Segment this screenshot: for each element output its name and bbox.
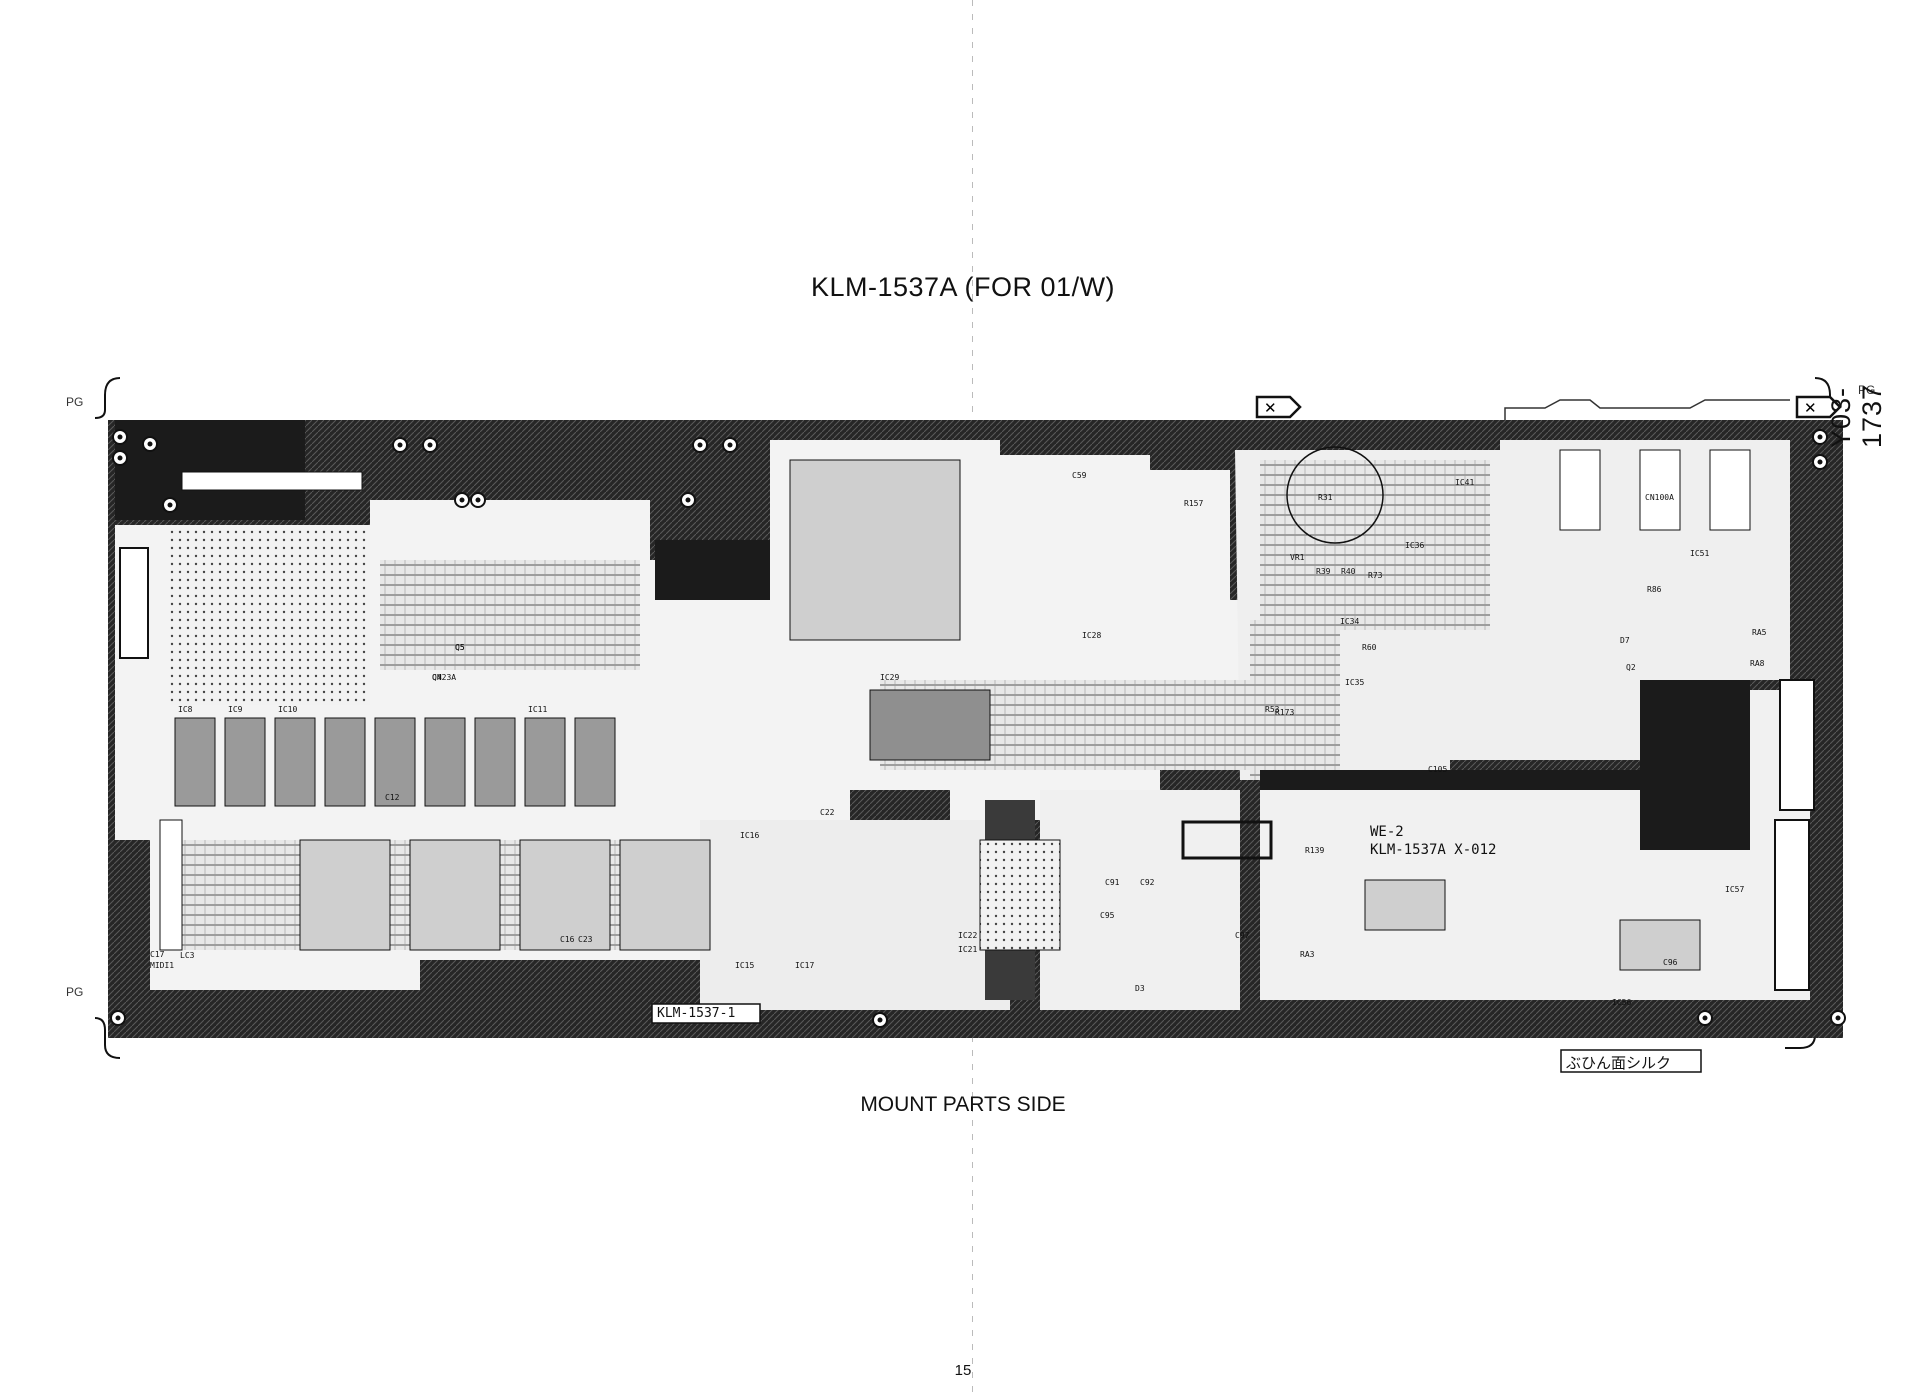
- component-label: R60: [1362, 643, 1377, 652]
- component-label: R157: [1184, 499, 1203, 508]
- component-label: IC28: [1082, 631, 1101, 640]
- component-label: C5: [455, 643, 465, 652]
- pg-marker-bottom-left: PG: [66, 985, 84, 999]
- component-label: IC36: [1405, 541, 1424, 550]
- mounting-holes: [110, 429, 1846, 1028]
- component-label: IC29: [880, 673, 899, 682]
- component-label: C97: [1235, 931, 1250, 940]
- component-label: Q4: [432, 673, 442, 682]
- component-label: R31: [1318, 493, 1333, 502]
- board-outline-marks: [94, 377, 1831, 1059]
- component-label: IC35: [1345, 678, 1364, 687]
- component-label: RA5: [1752, 628, 1767, 637]
- component-label: RA3: [1300, 950, 1315, 959]
- component-label: C59: [1072, 471, 1087, 480]
- component-label: C96: [1663, 958, 1678, 967]
- component-label: C105: [1428, 765, 1447, 774]
- board-silk-label: KLM-1537-1: [657, 1006, 736, 1021]
- component-label: IC22: [958, 931, 977, 940]
- component-label: IC41: [1455, 478, 1474, 487]
- component-label: R173: [1275, 708, 1294, 717]
- connector-headers: [119, 449, 1815, 991]
- pg-marker-top-left: PG: [66, 395, 84, 409]
- component-label: C23: [578, 935, 593, 944]
- silkscreen-outline-box: [1181, 820, 1273, 860]
- component-label: C22: [820, 808, 835, 817]
- component-label: RA8: [1750, 659, 1765, 668]
- component-label: R73: [1368, 571, 1383, 580]
- component-label: Q5: [455, 643, 465, 652]
- component-label: IC10: [278, 705, 297, 714]
- page-caption: MOUNT PARTS SIDE: [860, 1093, 1066, 1116]
- board-silk-title-line1: WE-2: [1370, 824, 1404, 840]
- component-label: IC21: [958, 945, 977, 954]
- ic-chip-row: [174, 446, 1701, 971]
- component-label: IC56: [1612, 998, 1631, 1007]
- svg-text:✕: ✕: [1264, 399, 1277, 417]
- page-number: 15: [954, 1362, 972, 1379]
- component-label: IC15: [735, 961, 754, 970]
- component-label: Q2: [1626, 663, 1636, 672]
- component-label: IC51: [1690, 549, 1709, 558]
- component-label: D3: [1135, 984, 1145, 993]
- component-label: R40: [1341, 567, 1356, 576]
- component-label: IC34: [1340, 617, 1359, 626]
- board-silk-note-jp: ぶひん面シルク: [1566, 1054, 1672, 1072]
- component-label: LC3: [180, 951, 195, 960]
- board-silk-title-line2: KLM-1537A X-012: [1370, 842, 1497, 858]
- component-label: IC17: [795, 961, 814, 970]
- page-title: KLM-1537A (FOR 01/W): [810, 272, 1116, 302]
- component-label: R39: [1316, 567, 1331, 576]
- component-label: C95: [1100, 911, 1115, 920]
- component-label: IC8: [178, 705, 193, 714]
- component-label: R53: [1265, 705, 1280, 714]
- svg-text:✕: ✕: [1804, 399, 1817, 417]
- component-label: C91: [1105, 878, 1120, 887]
- component-label: IC9: [228, 705, 243, 714]
- component-label: R86: [1647, 585, 1662, 594]
- component-label: C12: [385, 793, 400, 802]
- component-label: CN23A: [432, 673, 456, 682]
- component-label: IC57: [1725, 885, 1744, 894]
- component-label: R139: [1305, 846, 1324, 855]
- component-label: VR1: [1290, 553, 1305, 562]
- board-id-vertical: Y03-1737: [1826, 383, 1887, 448]
- component-label: CN100A: [1645, 493, 1674, 502]
- component-label: IC16: [740, 831, 759, 840]
- component-label: MIDI1: [150, 961, 174, 970]
- pg-marker-top-right: PG: [1858, 383, 1876, 397]
- component-label: IC11: [528, 705, 547, 714]
- x-marker-icon: ✕ ✕: [1255, 395, 1842, 419]
- component-label: D7: [1620, 636, 1630, 645]
- component-label: C16: [560, 935, 575, 944]
- component-label: C92: [1140, 878, 1155, 887]
- component-label: C17: [150, 950, 165, 959]
